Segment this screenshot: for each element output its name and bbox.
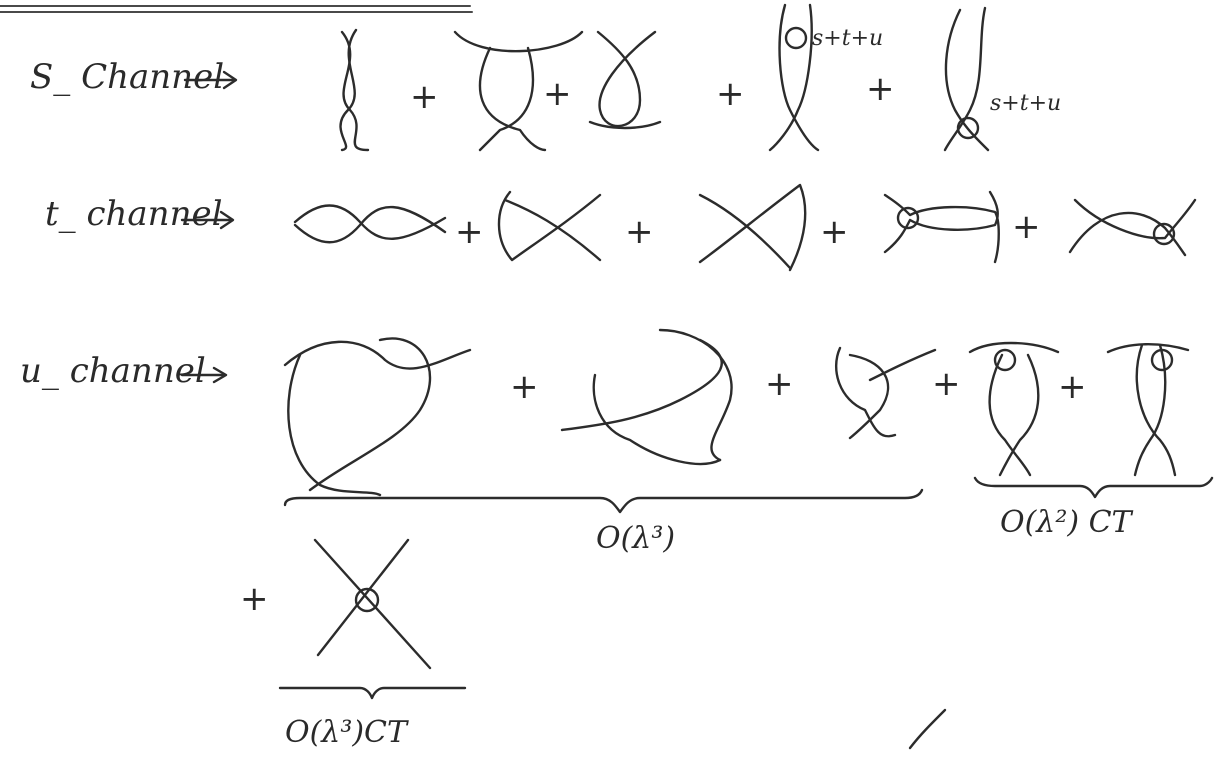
plus-sign: + — [866, 69, 895, 109]
counterterm-vertex-icon — [1152, 222, 1176, 246]
plus-sign: + — [716, 74, 745, 114]
counterterm-vertex-icon — [354, 587, 380, 613]
stray-pen-mark — [908, 708, 947, 750]
plus-sign: + — [820, 212, 849, 252]
top-rule — [0, 5, 473, 13]
t-diagram-4 — [883, 190, 1000, 264]
stu-annotation-top: s+t+u — [812, 26, 883, 51]
t-channel-label: t_ channel — [45, 194, 222, 234]
order-lambda-squared-ct-label: O(λ²) CT — [1000, 505, 1134, 540]
u-channel-label: u_ channel — [20, 351, 206, 391]
u-diagram-1 — [283, 337, 472, 497]
plus-sign: + — [240, 579, 269, 619]
plus-sign: + — [1058, 367, 1087, 407]
plus-sign: + — [1012, 207, 1041, 247]
u-diagram-3 — [835, 346, 937, 440]
plus-sign: + — [765, 364, 794, 404]
brace-u-ct — [973, 476, 1214, 499]
plus-sign: + — [625, 212, 654, 252]
brace-u-loop — [283, 488, 924, 514]
counterterm-vertex-icon — [1150, 348, 1174, 372]
s-diagram-5 — [943, 6, 990, 152]
s-diagram-3 — [588, 30, 662, 130]
u-diagram-2 — [560, 328, 733, 466]
s-diagram-4 — [768, 3, 820, 152]
t-diagram-3 — [698, 183, 807, 272]
counterterm-vertex-icon — [896, 206, 920, 230]
t-channel-arrow — [180, 210, 235, 230]
plus-sign: + — [510, 367, 539, 407]
counterterm-vertex-icon — [993, 348, 1017, 372]
plus-sign: + — [455, 212, 484, 252]
plus-sign: + — [932, 364, 961, 404]
plus-sign: + — [410, 77, 439, 117]
u-diagram-5 — [1106, 343, 1190, 477]
s-channel-label: S_ Channel — [30, 57, 224, 97]
t-diagram-5 — [1068, 198, 1197, 257]
stu-annotation-bottom: s+t+u — [990, 91, 1061, 116]
s-diagram-2 — [453, 30, 584, 152]
order-lambda-cubed-ct-label: O(λ³)CT — [285, 715, 409, 750]
contact-counterterm-diagram — [313, 538, 432, 670]
brace-contact-ct — [278, 686, 467, 700]
t-diagram-1 — [293, 204, 447, 244]
t-diagram-2 — [497, 190, 602, 262]
u-diagram-4 — [968, 341, 1060, 477]
u-channel-arrow — [180, 366, 228, 384]
plus-sign: + — [543, 74, 572, 114]
s-channel-arrow — [183, 70, 238, 90]
order-lambda-cubed-label: O(λ³) — [596, 521, 675, 556]
s-diagram-1 — [339, 28, 370, 152]
counterterm-vertex-icon — [956, 116, 980, 140]
counterterm-vertex-icon — [784, 26, 808, 50]
